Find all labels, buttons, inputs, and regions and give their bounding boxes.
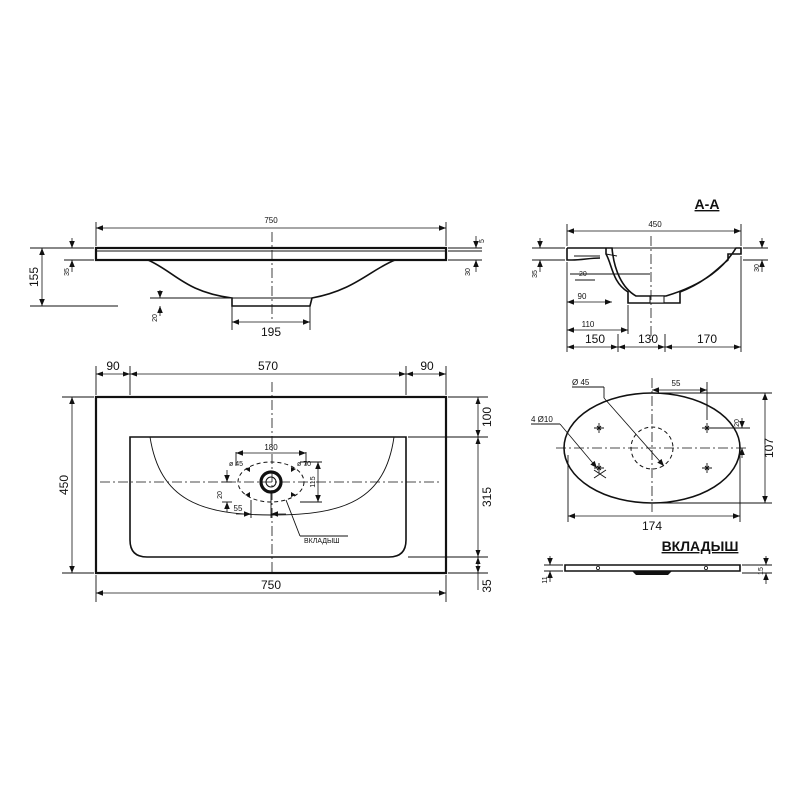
- insert-width-label: 174: [642, 519, 662, 533]
- section-inner-label: 90: [578, 292, 587, 301]
- section-left-label: 150: [585, 332, 605, 346]
- side-view-bowl: [147, 259, 396, 307]
- insert-offset-x-label: 55: [672, 379, 681, 388]
- side-view-slab: [94, 246, 448, 262]
- plan-depth-label: 450: [57, 475, 71, 495]
- side-view: 750 155 35 20 195 5 30: [27, 216, 486, 339]
- plan-outline: [94, 395, 448, 575]
- plan-right-margin-label: 90: [420, 359, 434, 373]
- plan-width-label: 750: [261, 578, 281, 592]
- section-drop-label: 20: [579, 271, 587, 278]
- side-drop-label: 20: [152, 314, 159, 322]
- section-width-label: 450: [648, 220, 662, 229]
- plan-bowl-depth-label: 315: [480, 487, 494, 507]
- section-right-side-label: 30: [754, 264, 761, 272]
- plan-back-margin-label: 100: [480, 407, 494, 427]
- plan-hole-small-label: ø 45: [229, 461, 243, 468]
- insert-view: Ø 45 55 4 Ø10 20 107 174 ВКЛАДЫШ: [531, 378, 776, 584]
- insert-callout: ВКЛАДЫШ: [304, 538, 340, 545]
- side-top-thickness-label: 35: [64, 268, 71, 276]
- side-right-side-label: 30: [465, 268, 472, 276]
- insert-diameter-label: Ø 45: [572, 378, 590, 387]
- section-offset-label: 110: [582, 320, 595, 329]
- plan-left-margin-label: 90: [106, 359, 120, 373]
- insert-thickness-left-label: 11: [542, 576, 549, 583]
- plan-insert-width-label: 180: [264, 443, 278, 452]
- plan-view: 90 570 90 750 450 100 315 35 180 ø 45: [57, 359, 494, 602]
- insert-title: ВКЛАДЫШ: [662, 538, 739, 554]
- insert-height-label: 107: [762, 438, 776, 458]
- section-view: А-А 450 35 30 20 90 110: [532, 196, 768, 352]
- section-profile: [566, 247, 742, 304]
- plan-offset-x-label: 55: [234, 504, 243, 513]
- side-right-top-label: 5: [479, 239, 486, 243]
- insert-holes-label: 4 Ø10: [531, 415, 553, 424]
- side-width-label: 750: [264, 216, 278, 225]
- section-label: А-А: [695, 196, 720, 212]
- insert-mount-holes: [593, 423, 712, 479]
- plan-hole-large-label: ø 70: [297, 461, 311, 468]
- side-height-label: 155: [27, 267, 41, 287]
- plan-offset-y-label: 20: [217, 491, 224, 499]
- section-drain-gap: [649, 295, 665, 304]
- plan-insert-depth-label: 115: [310, 476, 317, 487]
- insert-thickness-right-label: 15: [758, 567, 765, 575]
- plan-front-margin-label: 35: [480, 579, 494, 593]
- insert-offset-y-label: 20: [734, 419, 741, 427]
- side-bottom-width-label: 195: [261, 325, 281, 339]
- insert-profile: [564, 564, 741, 572]
- section-left-top-label: 35: [532, 270, 539, 278]
- plan-bowl: [129, 436, 407, 558]
- section-middle-label: 130: [638, 332, 658, 346]
- section-right-label: 170: [697, 332, 717, 346]
- plan-bowl-width-label: 570: [258, 359, 278, 373]
